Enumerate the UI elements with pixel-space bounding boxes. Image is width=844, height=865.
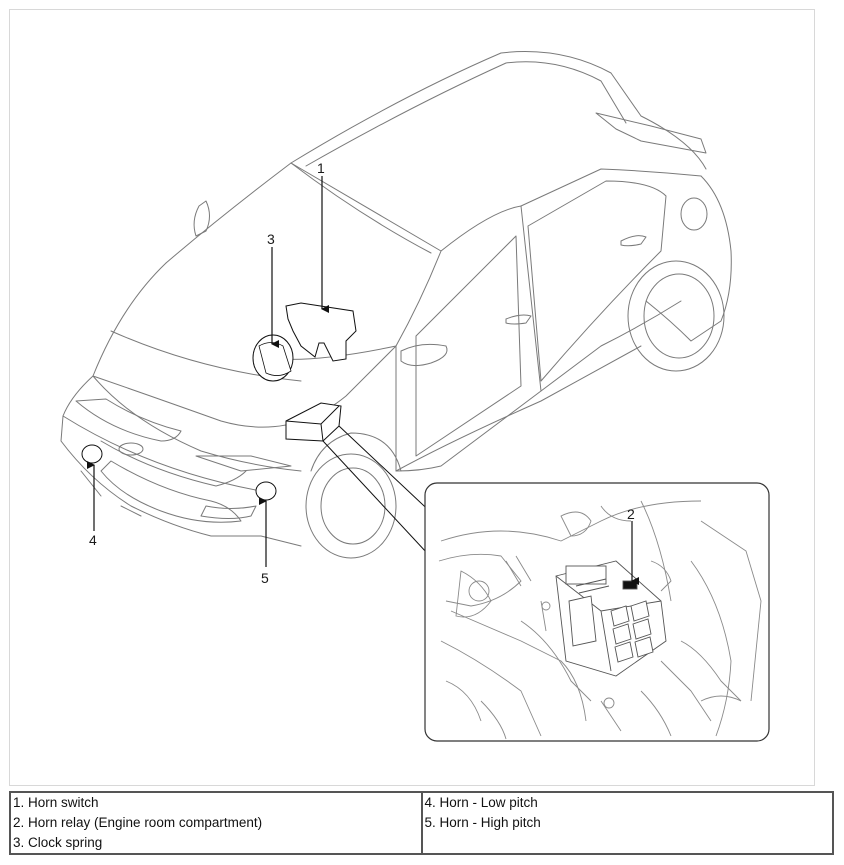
callout-4: 4 <box>89 532 97 548</box>
clock-spring-shape <box>252 334 294 382</box>
relay-box-shape <box>285 402 342 442</box>
legend-table: 1. Horn switch 2. Horn relay (Engine roo… <box>9 791 834 855</box>
legend-right-cell: 4. Horn - Low pitch 5. Horn - High pitch <box>420 791 834 855</box>
callout-1: 1 <box>317 160 325 176</box>
callout-5: 5 <box>261 570 269 586</box>
engine-room-inset <box>424 482 770 742</box>
fuse-box-drawing <box>555 560 667 677</box>
zoom-connector <box>322 425 439 554</box>
low-pitch-horn-shape <box>81 444 103 464</box>
legend-left-cell: 1. Horn switch 2. Horn relay (Engine roo… <box>9 791 423 855</box>
car-outline <box>60 51 732 559</box>
legend-item-horn-high-pitch: 5. Horn - High pitch <box>424 815 541 830</box>
legend-item-horn-switch: 1. Horn switch <box>13 795 99 810</box>
horn-switch-shape <box>285 302 357 362</box>
high-pitch-horn-shape <box>255 481 277 501</box>
callout-2: 2 <box>627 506 635 522</box>
legend-item-horn-relay: 2. Horn relay (Engine room compartment) <box>13 815 263 830</box>
legend-item-clock-spring: 3. Clock spring <box>13 835 103 850</box>
callout-3: 3 <box>267 231 275 247</box>
diagram-frame: 1 3 2 4 5 <box>9 9 815 786</box>
callout-leaders <box>87 176 639 585</box>
car-diagram: 1 3 2 4 5 <box>60 51 770 742</box>
legend-item-horn-low-pitch: 4. Horn - Low pitch <box>424 795 538 810</box>
